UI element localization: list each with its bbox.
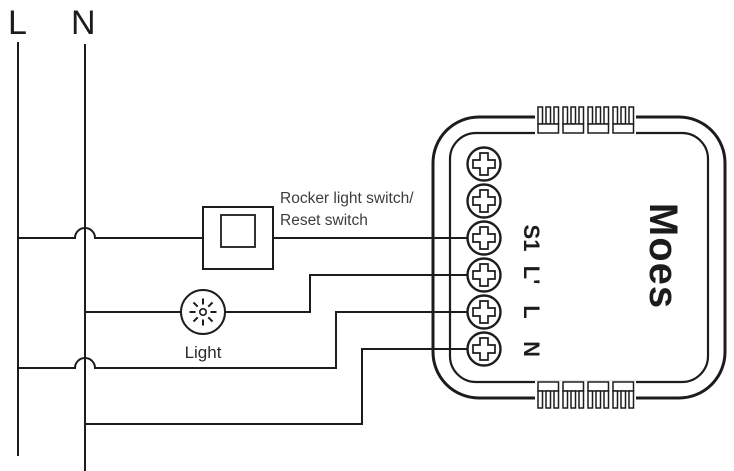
terminal-label-s1: S1 bbox=[519, 225, 544, 252]
rocker-switch-symbol bbox=[202, 206, 274, 270]
neutral-to-n-terminal-wire bbox=[85, 348, 467, 425]
light-label: Light bbox=[185, 343, 222, 362]
terminal-screw-n bbox=[466, 331, 502, 367]
light-symbol bbox=[180, 289, 226, 335]
terminal-label-lprime: L' bbox=[519, 266, 544, 285]
light-rays-icon bbox=[189, 298, 217, 326]
connector-fin bbox=[562, 106, 585, 134]
connector-fin bbox=[537, 106, 560, 134]
smart-switch-module: S1 L' L N Moes bbox=[431, 104, 727, 410]
terminal-label-n: N bbox=[519, 341, 544, 357]
terminal-screw bbox=[466, 146, 502, 182]
terminal-screw bbox=[466, 183, 502, 219]
live-to-l-terminal-wire bbox=[18, 311, 467, 369]
connector-fin bbox=[612, 381, 635, 409]
connector-fins-bottom bbox=[535, 381, 636, 410]
connector-fins-top bbox=[535, 104, 636, 135]
connector-fin bbox=[537, 381, 560, 409]
terminal-screw-l bbox=[466, 294, 502, 330]
switch-inner-square bbox=[220, 214, 256, 248]
terminal-label-l: L bbox=[519, 305, 544, 318]
connector-fin bbox=[587, 381, 610, 409]
switch-label-line1: Rocker light switch/ bbox=[280, 190, 414, 207]
switch-outer-square bbox=[202, 206, 274, 270]
terminal-screw-s1 bbox=[466, 220, 502, 256]
connector-fin bbox=[562, 381, 585, 409]
live-label: L bbox=[8, 4, 27, 42]
switch-label-line2: Reset switch bbox=[280, 212, 368, 229]
light-circle bbox=[180, 289, 226, 335]
connector-fin bbox=[612, 106, 635, 134]
light-to-lprime-wire bbox=[225, 274, 467, 313]
brand-logo: Moes bbox=[641, 203, 685, 309]
terminal-screw-lprime bbox=[466, 257, 502, 293]
terminal-screws bbox=[466, 146, 502, 367]
connector-fin bbox=[587, 106, 610, 134]
live-to-switch-wire bbox=[18, 227, 203, 239]
neutral-label: N bbox=[71, 4, 96, 42]
